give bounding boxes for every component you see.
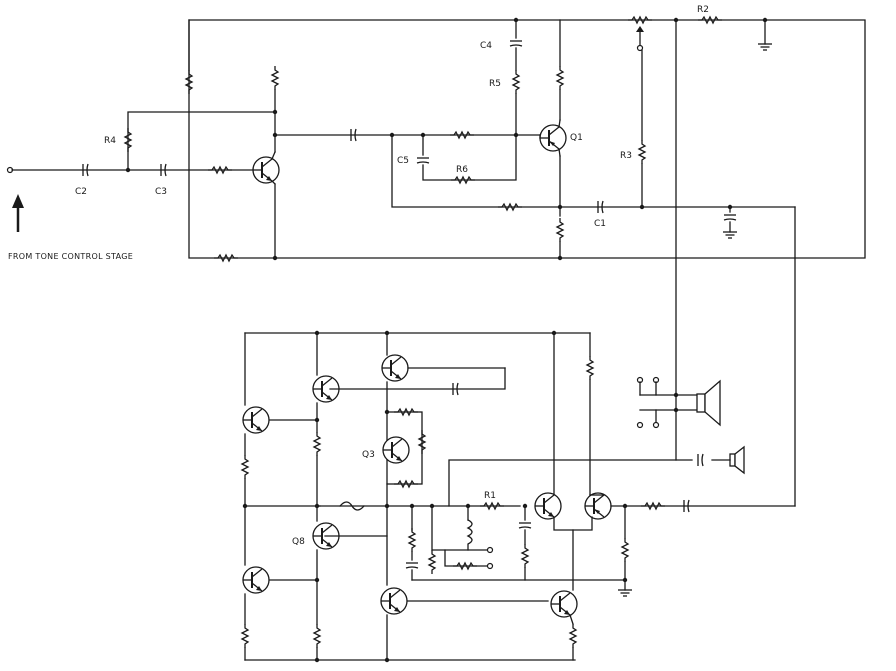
label-q3: Q3 [362, 450, 375, 460]
label-r5: R5 [489, 79, 501, 89]
label-r6: R6 [456, 165, 468, 175]
label-q1: Q1 [570, 133, 583, 143]
speaker-icon [696, 379, 721, 427]
label-r4: R4 [104, 136, 116, 146]
speaker-switch [636, 376, 701, 461]
label-r1: R1 [484, 491, 496, 501]
label-from-tone-control: FROM TONE CONTROL STAGE [8, 252, 133, 261]
label-c4: C4 [480, 41, 492, 51]
arrow-up-icon [12, 194, 24, 232]
tweeter-icon [711, 445, 745, 475]
label-c5: C5 [397, 156, 409, 166]
label-c1: C1 [594, 219, 606, 229]
label-r2: R2 [697, 5, 709, 15]
label-c3: C3 [155, 187, 167, 197]
output-section [241, 330, 796, 663]
label-r3: R3 [620, 151, 632, 161]
preamp-section [6, 16, 866, 507]
label-q8: Q8 [292, 537, 305, 547]
label-c2: C2 [75, 187, 87, 197]
